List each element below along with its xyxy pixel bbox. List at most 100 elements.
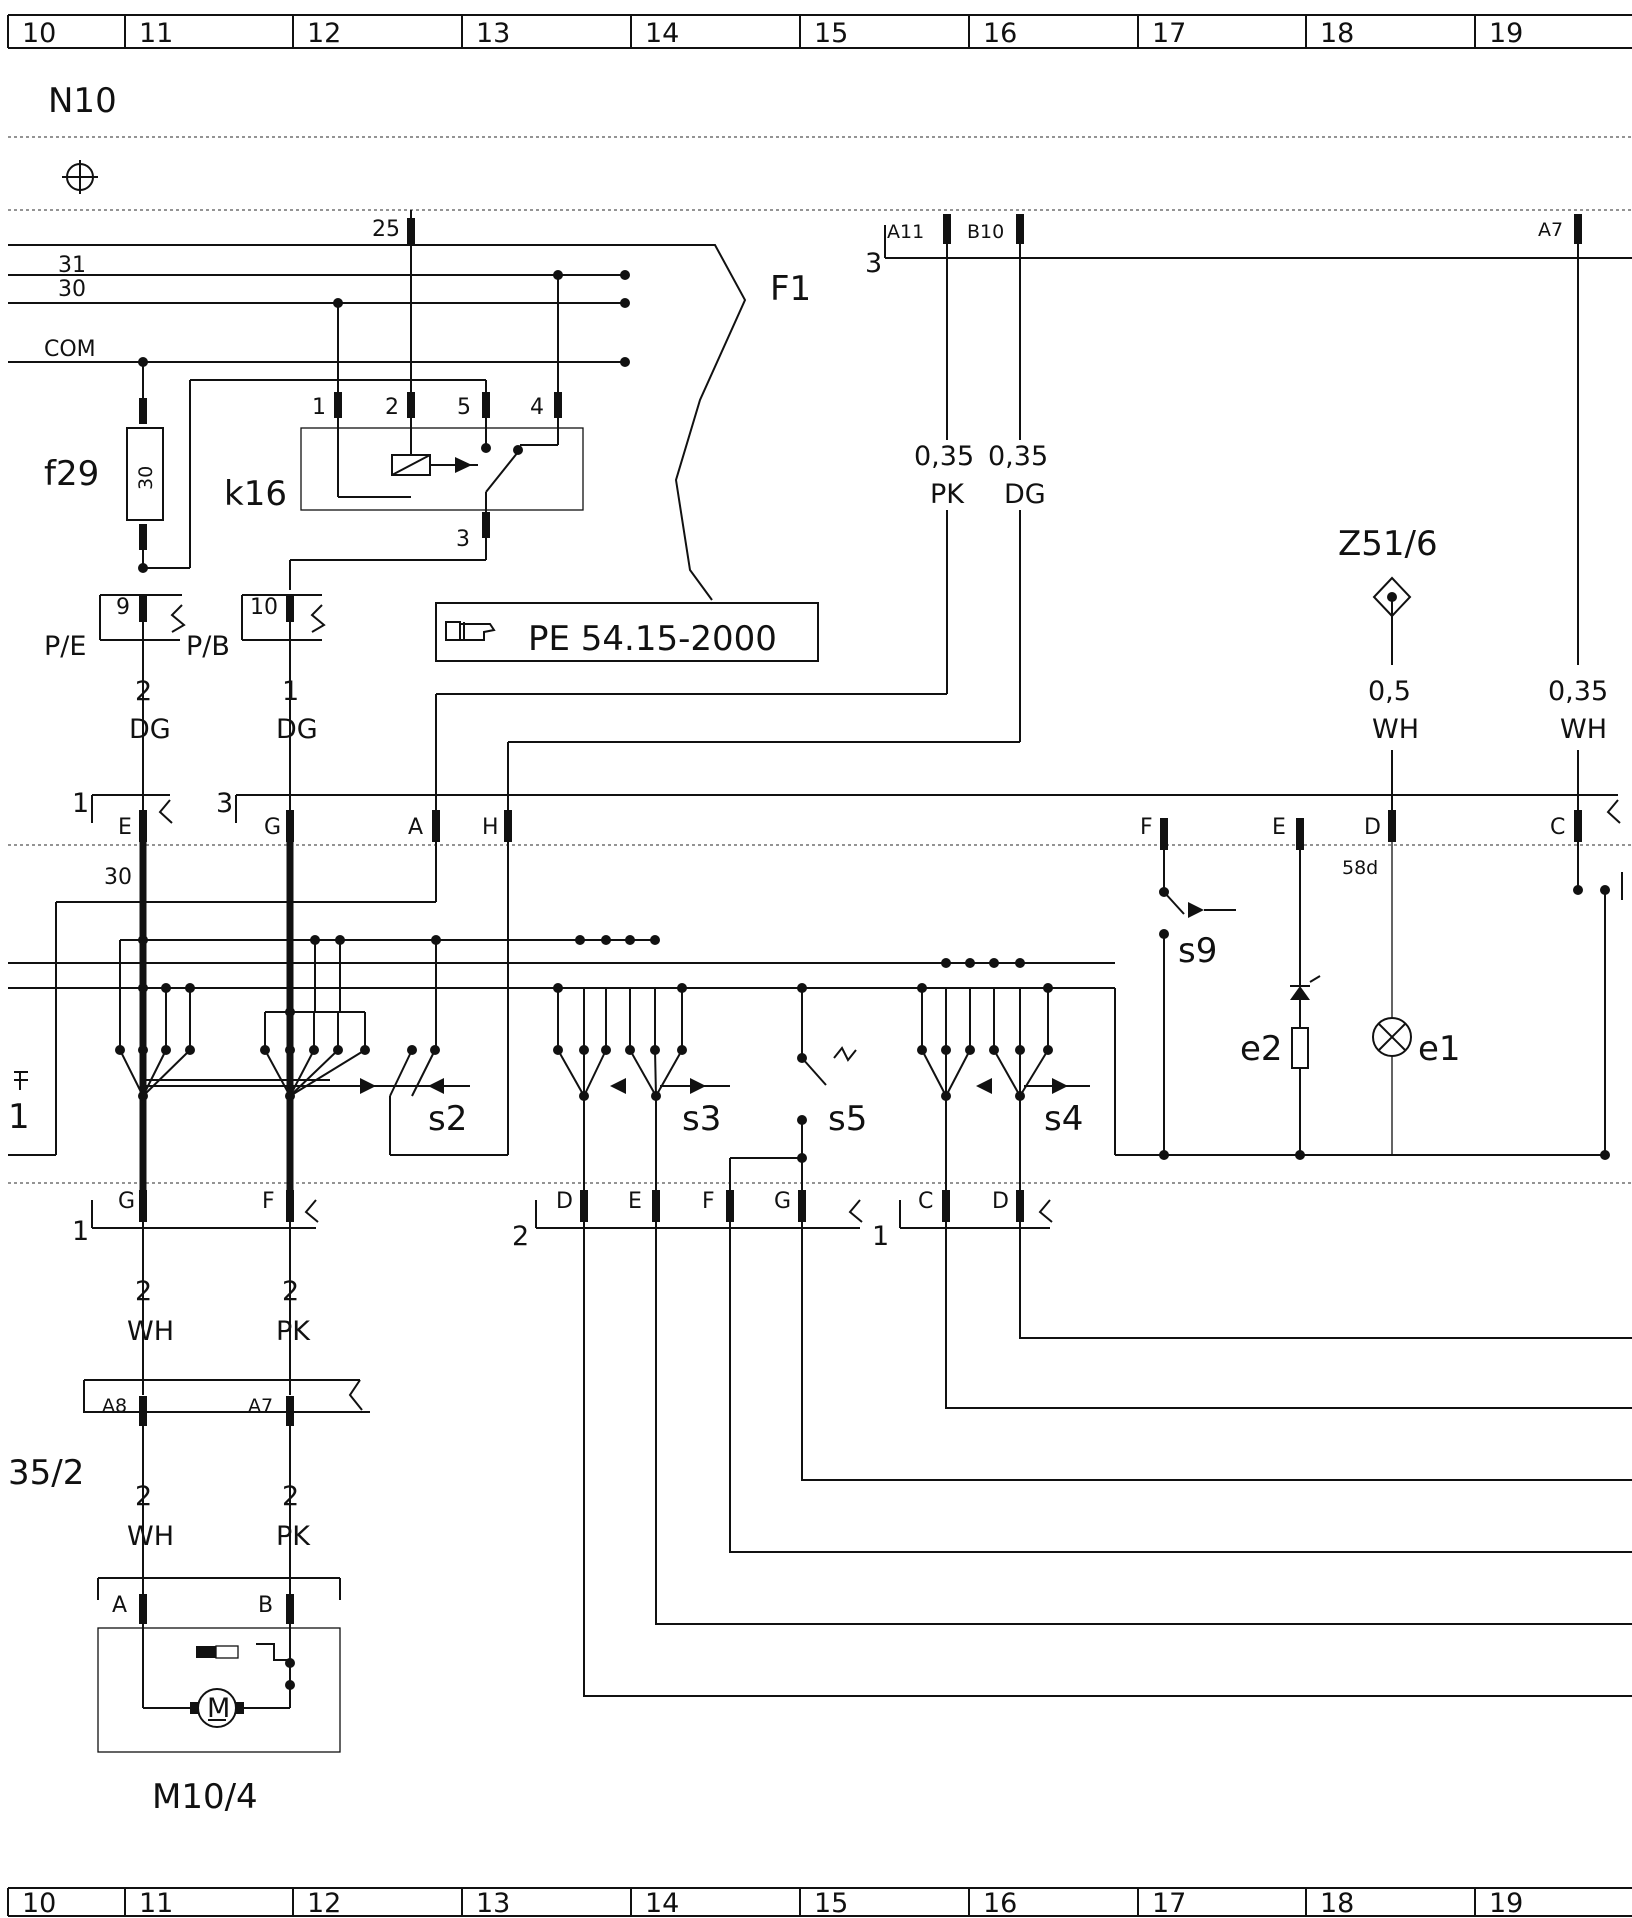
svg-text:E: E xyxy=(628,1189,642,1214)
connector-row-top: 1 E 30 3 G A H F E D 58d C xyxy=(72,788,1621,890)
svg-text:G: G xyxy=(118,1189,135,1214)
svg-text:G: G xyxy=(774,1189,791,1214)
connector-p: 9 P/E 10 P/B xyxy=(44,594,326,662)
svg-text:F: F xyxy=(262,1189,275,1214)
svg-text:1: 1 xyxy=(312,395,326,420)
svg-text:Z51/6: Z51/6 xyxy=(1338,524,1438,564)
svg-text:COM: COM xyxy=(44,337,96,362)
svg-text:H: H xyxy=(482,815,499,840)
s5-label: s5 xyxy=(828,1099,867,1139)
svg-text:PK: PK xyxy=(930,479,965,510)
svg-text:3: 3 xyxy=(456,527,470,552)
f1-label: F1 xyxy=(770,269,811,309)
s2-label: s2 xyxy=(428,1099,467,1139)
svg-text:10: 10 xyxy=(250,595,278,620)
switch-labels: s2 s3 s4 s5 xyxy=(428,1099,1083,1139)
lamp-e1: e1 xyxy=(1372,842,1461,1155)
svg-text:WH: WH xyxy=(1372,714,1419,745)
left-loop: 1 xyxy=(8,842,1605,1156)
connector-35-2-label: 35/2 xyxy=(8,1453,84,1493)
column-label: 16 xyxy=(983,18,1017,49)
f1-boundary xyxy=(8,244,747,601)
column-label: 14 xyxy=(645,18,679,49)
svg-text:DG: DG xyxy=(1004,479,1046,510)
switch-area xyxy=(115,842,1090,1190)
svg-text:C: C xyxy=(1550,815,1565,840)
column-label: 10 xyxy=(22,1888,56,1918)
svg-text:4: 4 xyxy=(530,395,544,420)
svg-text:30: 30 xyxy=(104,865,132,890)
ground-point-z51: Z51/6 xyxy=(1338,524,1438,810)
svg-text:1: 1 xyxy=(872,1221,889,1252)
svg-text:1: 1 xyxy=(72,1216,89,1247)
column-label: 17 xyxy=(1152,18,1186,49)
e2-label: e2 xyxy=(1240,1029,1283,1069)
svg-text:P/B: P/B xyxy=(186,631,230,662)
column-label: 18 xyxy=(1320,1888,1354,1918)
svg-text:2: 2 xyxy=(282,1276,299,1307)
column-label: 11 xyxy=(139,18,173,49)
svg-text:2: 2 xyxy=(135,1276,152,1307)
svg-text:2: 2 xyxy=(135,1481,152,1512)
svg-text:E: E xyxy=(118,815,132,840)
column-label: 17 xyxy=(1152,1888,1186,1918)
column-label: 11 xyxy=(139,1888,173,1918)
e1-label: e1 xyxy=(1418,1029,1461,1069)
svg-text:0,35: 0,35 xyxy=(914,441,974,472)
svg-text:PK: PK xyxy=(276,1521,311,1552)
svg-text:C: C xyxy=(918,1189,933,1214)
motor-feed: 2 WH 2 PK A8 A7 35/2 2 WH 2 PK xyxy=(8,1222,370,1595)
svg-text:3: 3 xyxy=(216,788,233,819)
column-label: 19 xyxy=(1489,1888,1523,1918)
s4-label: s4 xyxy=(1044,1099,1083,1139)
svg-text:5: 5 xyxy=(457,395,471,420)
led-e2: e2 xyxy=(1240,850,1321,1160)
svg-text:30: 30 xyxy=(58,277,86,302)
n10-connector-3: 3 A11 B10 A7 xyxy=(865,214,1632,279)
column-label: 10 xyxy=(22,18,56,49)
svg-text:A: A xyxy=(112,1593,127,1618)
svg-text:E: E xyxy=(1272,815,1286,840)
svg-text:2: 2 xyxy=(512,1221,529,1252)
svg-text:9: 9 xyxy=(116,595,130,620)
svg-text:25: 25 xyxy=(372,217,400,242)
wires-vertical xyxy=(142,244,1579,810)
svg-text:WH: WH xyxy=(127,1316,174,1347)
svg-text:B: B xyxy=(258,1593,273,1618)
harness-lines xyxy=(583,1222,1632,1697)
column-label: 12 xyxy=(307,1888,341,1918)
svg-text:PE 54.15-2000: PE 54.15-2000 xyxy=(528,619,777,659)
column-label: 19 xyxy=(1489,18,1523,49)
svg-text:0,35: 0,35 xyxy=(988,441,1048,472)
svg-text:P/E: P/E xyxy=(44,631,86,662)
relay-label: k16 xyxy=(224,474,287,514)
svg-text:B10: B10 xyxy=(967,221,1004,243)
svg-text:G: G xyxy=(264,815,281,840)
svg-text:M: M xyxy=(207,1693,230,1724)
column-label: 15 xyxy=(814,1888,848,1918)
column-label: 15 xyxy=(814,18,848,49)
svg-text:A7: A7 xyxy=(248,1395,273,1417)
svg-text:D: D xyxy=(992,1189,1009,1214)
svg-text:31: 31 xyxy=(58,253,86,278)
column-label: 13 xyxy=(476,18,510,49)
switch-s9: s9 xyxy=(1159,850,1236,1160)
crosshair-circle-icon xyxy=(62,160,98,194)
svg-text:DG: DG xyxy=(276,714,318,745)
svg-text:WH: WH xyxy=(127,1521,174,1552)
svg-text:0,5: 0,5 xyxy=(1368,676,1411,707)
svg-text:1: 1 xyxy=(72,788,89,819)
svg-text:0,35: 0,35 xyxy=(1548,676,1608,707)
column-label: 12 xyxy=(307,18,341,49)
svg-text:58d: 58d xyxy=(1342,857,1378,879)
svg-text:F: F xyxy=(1140,815,1153,840)
svg-text:PK: PK xyxy=(276,1316,311,1347)
svg-text:A: A xyxy=(408,815,423,840)
s3-label: s3 xyxy=(682,1099,721,1139)
column-label: 16 xyxy=(983,1888,1017,1918)
motor-label: M10/4 xyxy=(152,1777,258,1817)
column-label: 13 xyxy=(476,1888,510,1918)
